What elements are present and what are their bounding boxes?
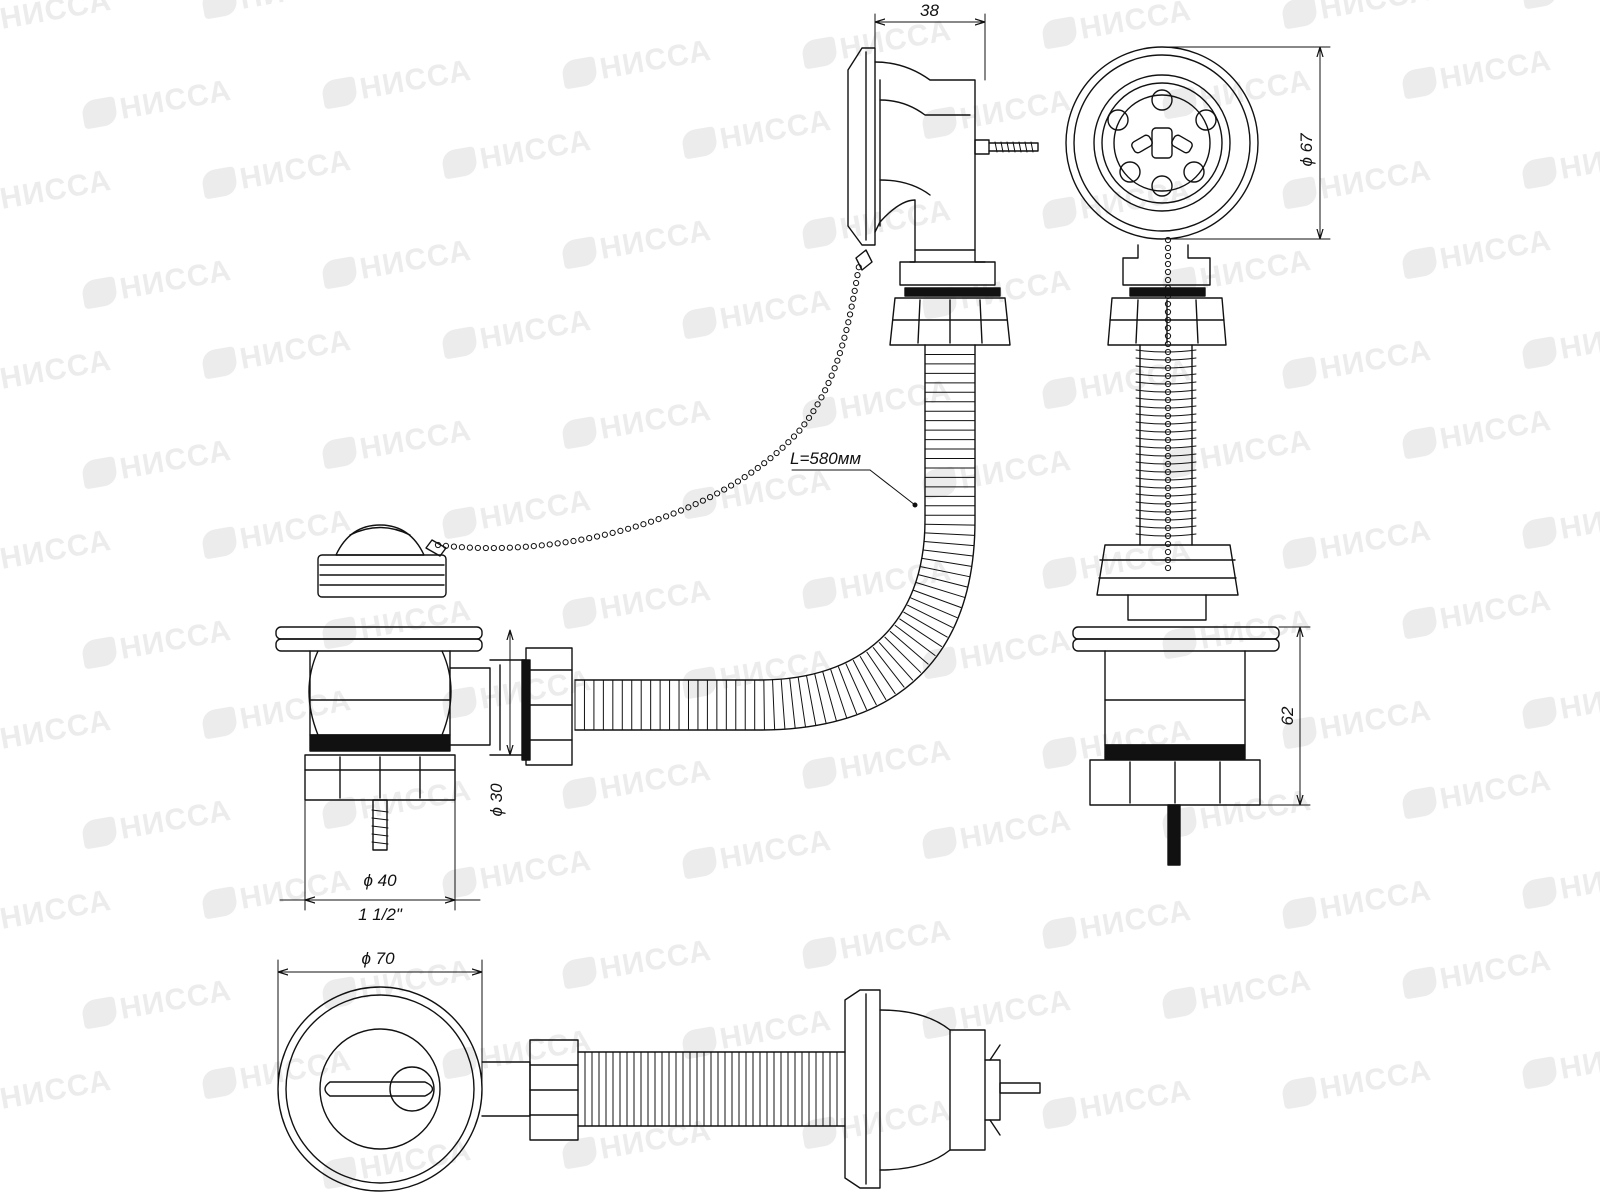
hose-side-view	[1072, 236, 1280, 866]
dimension-lines	[277, 13, 1331, 1090]
corrugated-hose-front	[574, 344, 976, 731]
dim-branch-diameter: ϕ 30	[487, 783, 506, 817]
dim-pipe-diameter: ϕ 40	[363, 871, 397, 890]
dim-overflow-width: 38	[920, 1, 939, 20]
overflow-head-side	[847, 47, 1039, 346]
hose-top-view	[481, 989, 1041, 1189]
flange-top-view	[277, 986, 483, 1192]
dim-outlet-diameter: ϕ 67	[1297, 133, 1316, 167]
branch-nut	[521, 647, 573, 766]
stopper-chain	[425, 249, 873, 557]
dimension-labels: 38 ϕ 67 L=580мм 62 ϕ 30 ϕ 40 1 1/2" ϕ 70	[358, 1, 1316, 968]
dim-hose-length: L=580мм	[790, 449, 861, 468]
overflow-grate-front	[1065, 46, 1259, 240]
dim-flange-diameter: ϕ 70	[361, 949, 395, 968]
dim-drain-height: 62	[1278, 706, 1297, 725]
dim-thread-size: 1 1/2"	[358, 905, 403, 924]
stopper-plug	[317, 524, 447, 598]
